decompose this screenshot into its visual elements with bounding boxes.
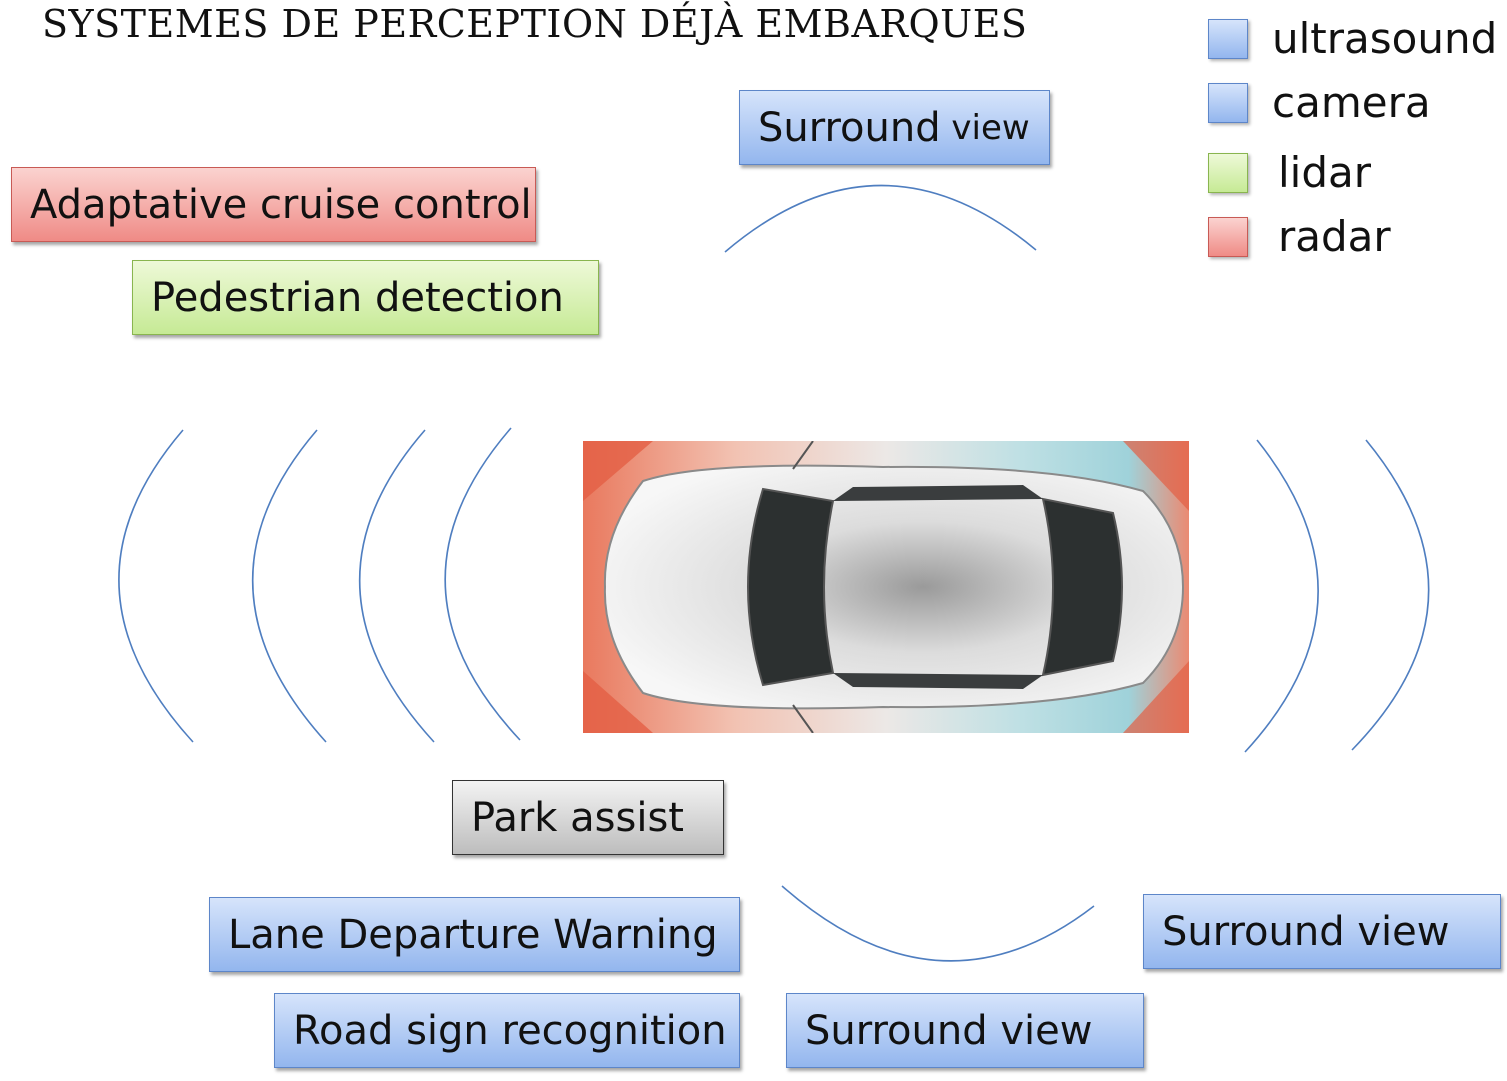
legend-swatch-lidar bbox=[1208, 152, 1248, 193]
surround-view-top-strong: Surround bbox=[758, 104, 941, 151]
lane-departure-warning-box: Lane Departure Warning bbox=[209, 897, 740, 972]
park-assist-box: Park assist bbox=[452, 780, 724, 855]
arc-left-1 bbox=[118, 429, 194, 743]
legend-label-lidar: lidar bbox=[1278, 148, 1372, 197]
arc-left-2 bbox=[251, 429, 327, 743]
arc-left-4 bbox=[444, 427, 521, 741]
legend-swatch-camera bbox=[1208, 82, 1248, 123]
pedestrian-detection-box: Pedestrian detection bbox=[132, 260, 599, 335]
legend-item-ultrasound: ultrasound bbox=[1208, 14, 1497, 63]
legend-label-radar: radar bbox=[1278, 212, 1391, 261]
legend-label-ultrasound: ultrasound bbox=[1272, 14, 1498, 63]
surround-view-top-box: Surround view bbox=[739, 90, 1050, 165]
road-sign-recognition-box: Road sign recognition bbox=[274, 993, 740, 1068]
legend-item-radar: radar bbox=[1208, 212, 1391, 261]
surround-view-right-box: Surround view bbox=[1143, 894, 1501, 969]
arc-right-1 bbox=[1244, 439, 1319, 753]
car-top-view-image bbox=[583, 441, 1189, 733]
surround-view-bottom-box: Surround view bbox=[786, 993, 1144, 1068]
arc-bottom bbox=[781, 885, 1095, 962]
arc-left-3 bbox=[358, 429, 435, 743]
legend-label-camera: camera bbox=[1272, 78, 1431, 127]
arc-right-2 bbox=[1351, 439, 1430, 751]
legend-item-camera: camera bbox=[1208, 78, 1431, 127]
diagram-title: SYSTEMES DE PERCEPTION DÉJÀ EMBARQUES bbox=[42, 2, 1028, 46]
legend-swatch-radar bbox=[1208, 216, 1248, 257]
arc-top bbox=[724, 184, 1037, 253]
legend-swatch-ultrasound bbox=[1208, 18, 1248, 59]
adaptive-cruise-control-box: Adaptative cruise control bbox=[11, 167, 536, 242]
legend-item-lidar: lidar bbox=[1208, 148, 1371, 197]
surround-view-top-rest: view bbox=[940, 107, 1030, 148]
